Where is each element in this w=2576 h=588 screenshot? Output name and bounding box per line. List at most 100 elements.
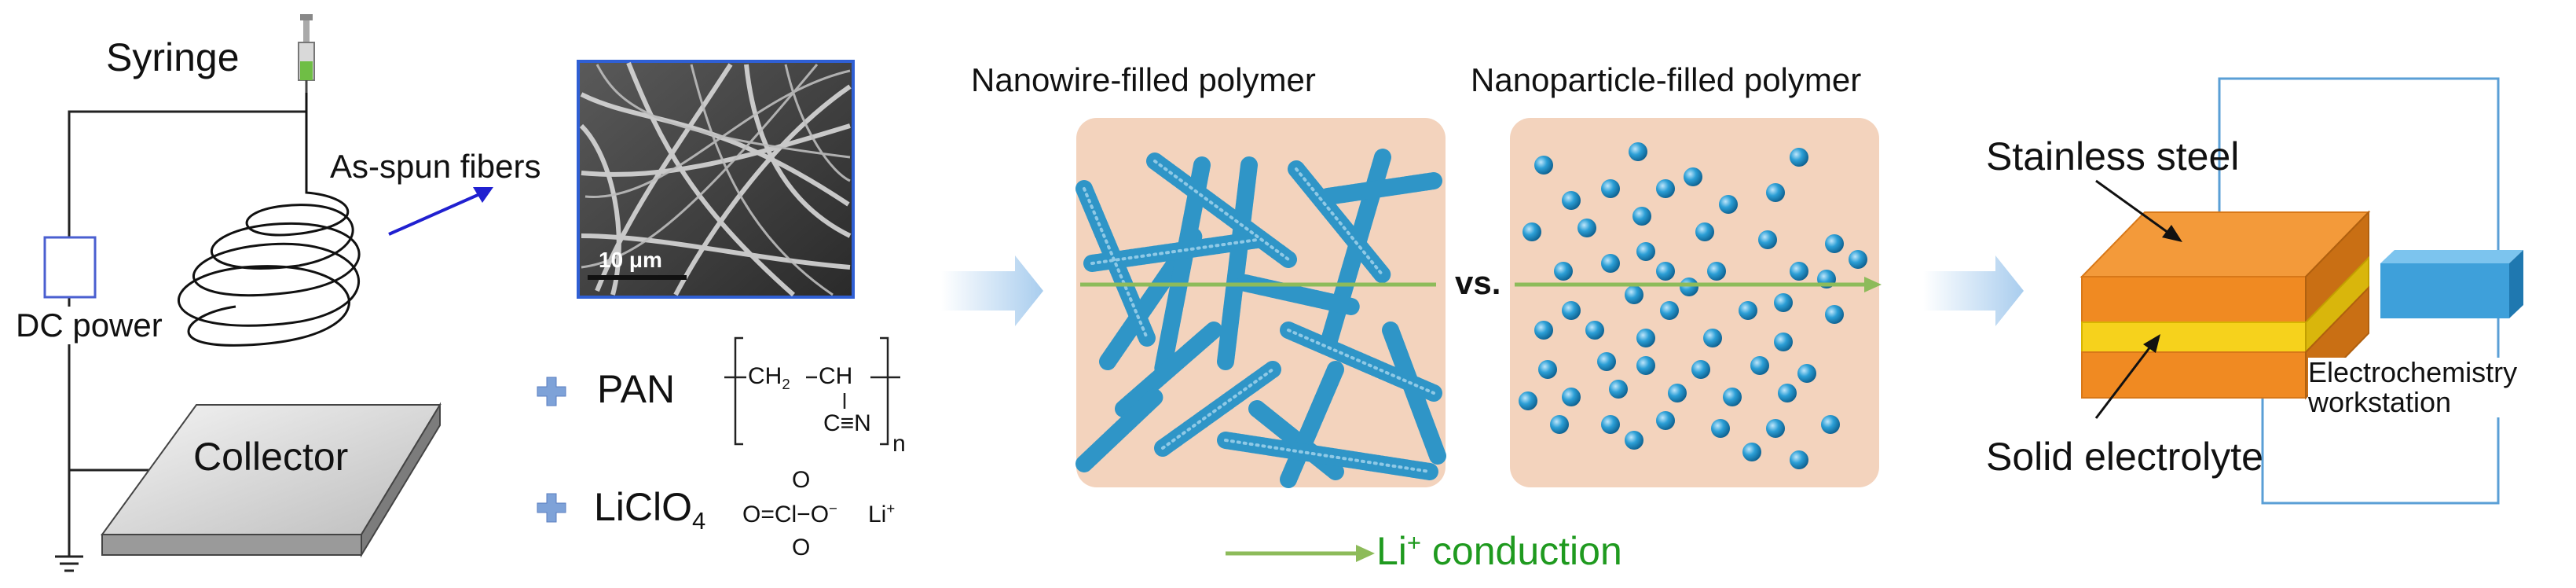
syringe-icon: [298, 14, 315, 93]
nanoparticle-panel: [1510, 118, 1879, 487]
nanoparticle: [1656, 262, 1675, 281]
nanoparticle: [1668, 384, 1687, 402]
plus-icon: [537, 377, 566, 523]
nanoparticle: [1695, 222, 1714, 241]
perchlorate-li: Li+: [868, 500, 895, 528]
nanoparticle: [1562, 301, 1581, 320]
pointer-arrows: [2094, 179, 2169, 419]
nanoparticle: [1790, 450, 1808, 469]
collector-label: Collector: [193, 435, 349, 479]
fiber-jet: [178, 93, 361, 347]
nanoparticle: [1742, 443, 1761, 461]
as-spun-fibers-label: As-spun fibers: [330, 148, 541, 185]
nanoparticle: [1636, 356, 1655, 375]
nanoparticle: [1778, 384, 1797, 402]
nanoparticle: [1625, 285, 1643, 304]
li-conduction-text: conduction: [1421, 529, 1622, 573]
nanoparticle: [1534, 156, 1553, 175]
nanoparticle: [1625, 431, 1643, 450]
ground-icon: [55, 555, 83, 572]
perchlorate-center: O=Cl−O−: [742, 500, 837, 528]
perchlorate-charge: −: [829, 500, 837, 516]
electrochemistry-workstation-label: Electrochemistry workstation: [2308, 356, 2518, 418]
nanoparticle: [1550, 415, 1569, 434]
li-conduction-plus: +: [1406, 528, 1422, 557]
liclo4-subscript: 4: [692, 507, 706, 535]
nanoparticle: [1825, 305, 1844, 324]
nanowire-panel: [1075, 118, 1446, 488]
fiber-arrow: [388, 187, 493, 236]
li-conduction-li: Li: [1376, 529, 1407, 573]
electrochemistry-line1: Electrochemistry: [2308, 356, 2518, 388]
nanowire-fiber-highlights: [1083, 160, 1435, 473]
nanoparticle: [1719, 195, 1738, 214]
pan-label: PAN: [597, 367, 676, 411]
nanoparticle: [1790, 262, 1808, 281]
nanoparticle: [1691, 360, 1710, 379]
nanoparticle: [1774, 293, 1793, 312]
nanoparticle: [1629, 142, 1647, 161]
nanoparticle: [1538, 360, 1557, 379]
nanoparticle: [1636, 242, 1655, 261]
stainless-steel-label: Stainless steel: [1986, 134, 2240, 178]
li-conduction-path: [1080, 277, 1882, 292]
nanoparticle: [1577, 219, 1596, 237]
nanoparticle: [1766, 419, 1785, 438]
nanoparticle: [1601, 179, 1620, 198]
nanoparticle: [1656, 179, 1675, 198]
pan-cn: C≡N: [823, 410, 871, 436]
perchlorate-o-top: O: [792, 467, 811, 493]
sem-image: [577, 60, 855, 299]
li-conduction-legend-arrow: [1226, 545, 1375, 562]
pan-ch2-subscript: 2: [782, 376, 790, 392]
nanoparticle: [1519, 391, 1537, 410]
nanoparticle: [1660, 301, 1679, 320]
perchlorate-center-text: O=Cl−O: [742, 502, 830, 527]
nanoparticle: [1585, 321, 1604, 340]
li-conduction-label: Li+ conduction: [1376, 528, 1622, 574]
dc-power-label: DC power: [16, 307, 163, 344]
test-cell: [2079, 77, 2523, 505]
sem-scale-bar: [588, 275, 687, 280]
nanoparticle: [1825, 234, 1844, 253]
nanoparticle: [1821, 415, 1840, 434]
nanoparticles: [1519, 142, 1867, 469]
nanoparticle: [1562, 191, 1581, 210]
scale-bar-label: 10 μm: [599, 248, 662, 272]
nanoparticle: [1774, 333, 1793, 351]
nanoparticle: [1707, 262, 1726, 281]
workstation-box: [2380, 250, 2523, 318]
perchlorate-li-charge: +: [886, 500, 896, 516]
nanoparticle: [1790, 148, 1808, 167]
vs-label: vs.: [1455, 264, 1501, 301]
nanoparticle: [1750, 356, 1769, 375]
perchlorate-o-bottom: O: [792, 535, 811, 560]
nanoparticle-title: Nanoparticle-filled polymer: [1471, 61, 1862, 98]
nanoparticle: [1739, 301, 1757, 320]
perchlorate-li-text: Li: [868, 502, 887, 527]
nanoparticle: [1684, 167, 1702, 186]
syringe-label: Syringe: [106, 35, 240, 79]
pan-structure: [724, 336, 900, 446]
nanoparticle: [1636, 329, 1655, 347]
nanoparticle: [1680, 277, 1698, 296]
nanoparticle: [1711, 419, 1730, 438]
nanoparticle: [1601, 415, 1620, 434]
nanoparticle: [1597, 352, 1616, 371]
nanoparticle: [1554, 262, 1573, 281]
nanoparticle: [1562, 388, 1581, 406]
process-arrow-icon: [941, 255, 2024, 326]
electrochemistry-line2: workstation: [2308, 386, 2452, 418]
dc-power-box: [43, 236, 97, 299]
nanoparticle: [1703, 329, 1722, 347]
nanowire-title: Nanowire-filled polymer: [971, 61, 1316, 98]
nanoparticle: [1797, 364, 1816, 383]
collector-plate: [101, 402, 442, 558]
pan-n: n: [892, 431, 906, 457]
nanoparticle: [1523, 222, 1541, 241]
nanoparticle: [1758, 230, 1777, 249]
nanoparticle: [1632, 207, 1651, 226]
pan-ch2: CH2: [748, 363, 790, 393]
solid-electrolyte-label: Solid electrolyte: [1986, 435, 2263, 479]
